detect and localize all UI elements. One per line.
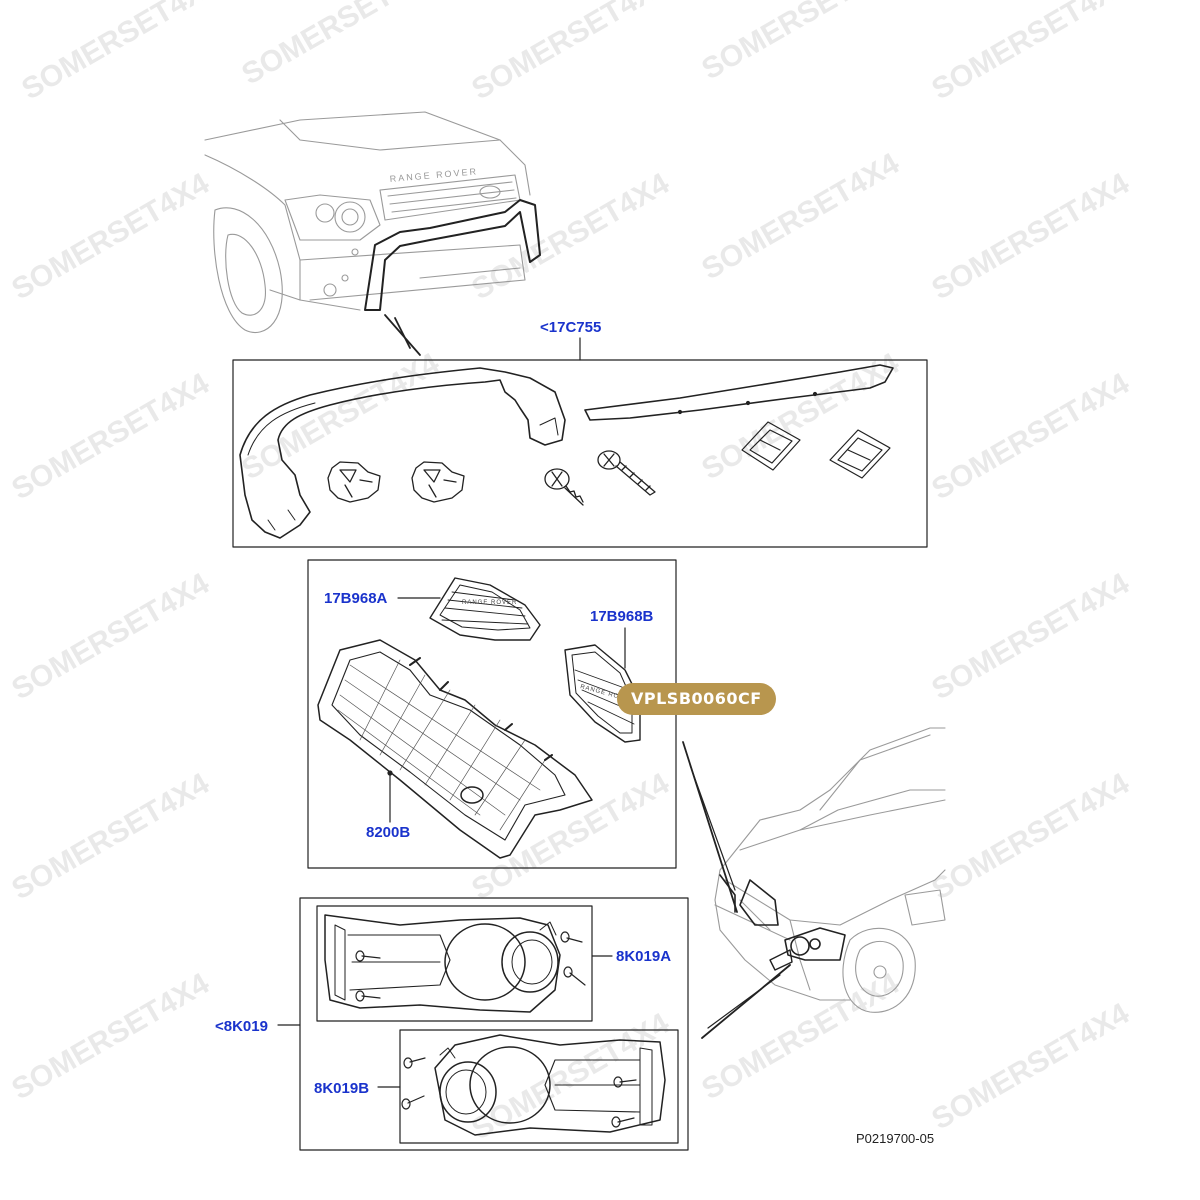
adhesive-pad <box>829 429 891 479</box>
bezel-screw <box>401 1057 637 1128</box>
bezel-box-8k019a <box>316 905 593 1022</box>
side-vent-17b968a: RANGE ROVER <box>429 577 541 641</box>
callout-17b968a[interactable]: 17B968A <box>324 590 388 607</box>
callout-17c755[interactable]: <17C755 <box>540 319 602 336</box>
callout-17b968b[interactable]: 17B968B <box>590 608 654 625</box>
front-grille-8200b <box>317 639 593 859</box>
callout-8k019a[interactable]: 8K019A <box>616 948 672 965</box>
callout-8k019b[interactable]: 8K019B <box>314 1080 370 1097</box>
bumper-trim-on-vehicle <box>364 199 541 311</box>
countersunk-screw <box>597 450 656 496</box>
pan-head-screw <box>544 468 584 506</box>
fog-lamp-bezel-8k019a <box>324 914 561 1013</box>
svg-text:RANGE ROVER: RANGE ROVER <box>389 166 478 184</box>
spring-clip <box>411 461 465 503</box>
front-bumper-trim <box>239 367 566 539</box>
bumper-strip <box>584 364 894 421</box>
adhesive-pad <box>741 421 801 471</box>
side-vehicle-headlamp <box>784 927 846 961</box>
part-number-badge: VPLSB0060CF <box>617 683 776 715</box>
callout-8k019[interactable]: <8K019 <box>215 1018 268 1035</box>
fog-lamp-bezel-8k019b <box>434 1034 666 1136</box>
bezel-outer-box <box>299 897 689 1151</box>
spring-clip <box>327 461 381 503</box>
side-vehicle-illustration <box>714 727 946 1013</box>
diagram-reference-number: P0219700-05 <box>856 1131 935 1146</box>
callout-8200b[interactable]: 8200B <box>366 824 411 841</box>
bezel-screw <box>355 931 586 1002</box>
svg-text:RANGE ROVER: RANGE ROVER <box>462 600 517 606</box>
